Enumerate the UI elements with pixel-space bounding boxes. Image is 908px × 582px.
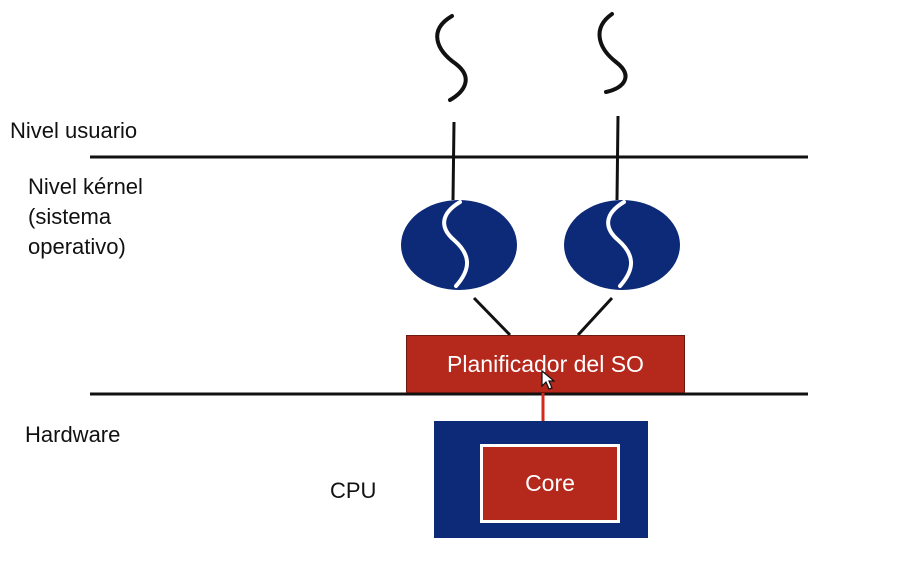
user-thread-2-icon — [597, 12, 628, 94]
user-kernel-link-1 — [451, 121, 456, 201]
kernel-thread-1-icon — [401, 200, 517, 290]
core-box: Core — [480, 444, 620, 523]
mouse-cursor-icon — [541, 370, 556, 390]
kernel-level-line-2: (sistema — [28, 204, 112, 229]
kernel-level-label: Nivel kérnel (sistema operativo) — [28, 172, 143, 262]
user-thread-1-icon — [435, 14, 468, 102]
user-kernel-link-2 — [615, 115, 620, 201]
user-level-label: Nivel usuario — [10, 118, 138, 143]
scheduler-box: Planificador del SO — [406, 335, 685, 393]
scheduler-label: Planificador del SO — [447, 350, 644, 377]
kernel-thread-2-icon — [564, 200, 680, 290]
kernel-level-line-1: Nivel kérnel — [28, 174, 143, 199]
kernel-scheduler-link-2 — [576, 296, 614, 337]
kernel-level-line-3: operativo) — [28, 234, 126, 259]
cpu-label: CPU — [330, 478, 377, 503]
kernel-scheduler-link-1 — [472, 296, 512, 337]
core-label: Core — [525, 470, 575, 496]
hardware-label: Hardware — [25, 422, 121, 447]
